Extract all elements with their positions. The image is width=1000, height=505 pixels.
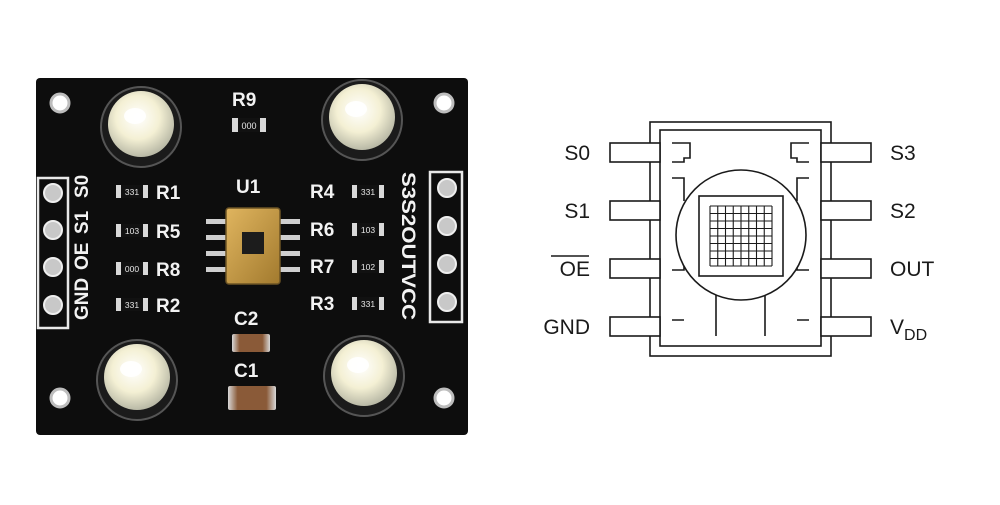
pcb-module: R9 000 U1 331 R1 (36, 78, 468, 435)
resistor-r7: 102 (352, 260, 384, 273)
r7-label: R7 (310, 257, 334, 278)
resistor-r4-code: 331 (361, 187, 375, 197)
resistor-r1: 331 (116, 185, 148, 198)
right-pin-1 (437, 178, 457, 198)
resistor-r5-code: 103 (125, 226, 139, 236)
sensor-chip-u1 (206, 207, 300, 285)
photodiode-array (709, 205, 773, 267)
r1-label: R1 (156, 183, 181, 204)
u1-label: U1 (236, 177, 261, 198)
right-header-label: S3S2OUTVCC (397, 172, 418, 320)
r3-label: R3 (310, 294, 334, 315)
r9-label: R9 (232, 90, 256, 111)
pin-gnd (609, 316, 661, 337)
mounting-hole-bottom-left (49, 387, 71, 409)
resistor-r3-code: 331 (361, 299, 375, 309)
pin-label-vdd-subscript: DD (904, 327, 927, 344)
pin-s3 (820, 142, 872, 163)
pin-label-s3: S3 (890, 142, 916, 165)
pin-label-vdd: VDD (890, 316, 927, 344)
r6-label: R6 (310, 220, 334, 241)
resistor-r7-code: 102 (361, 262, 375, 272)
pin-label-s0: S0 (564, 142, 590, 165)
mounting-hole-top-left (49, 92, 71, 114)
left-header-label-oe: OE (72, 243, 93, 270)
resistor-r3: 331 (352, 297, 384, 310)
pinout-diagram (609, 121, 872, 357)
left-pin-1 (43, 183, 63, 203)
right-pin-3 (437, 254, 457, 274)
pin-label-s2: S2 (890, 200, 916, 223)
left-pin-3 (43, 257, 63, 277)
package-outline-inner (659, 129, 822, 347)
pin-vdd (820, 316, 872, 337)
c2-label: C2 (234, 309, 258, 330)
pin-s2 (820, 200, 872, 221)
right-pin-2 (437, 216, 457, 236)
r4-label: R4 (310, 182, 335, 203)
pin-out (820, 258, 872, 279)
left-pin-2 (43, 220, 63, 240)
left-pin-header (36, 176, 70, 330)
r8-label: R8 (156, 260, 180, 281)
left-header-label-s1: S1 (72, 210, 93, 234)
pin-s1 (609, 200, 661, 221)
resistor-r8: 000 (116, 262, 148, 275)
pin-label-gnd: GND (543, 316, 590, 339)
r5-label: R5 (156, 222, 181, 243)
resistor-r9: 000 (232, 118, 266, 132)
capacitor-c2 (232, 334, 270, 352)
package-outline-outer (649, 121, 832, 357)
capacitor-c1 (228, 386, 276, 410)
resistor-r8-code: 000 (125, 264, 139, 274)
resistor-r1-code: 331 (125, 187, 139, 197)
pin-s0 (609, 142, 661, 163)
left-pin-4 (43, 295, 63, 315)
right-pin-4 (437, 292, 457, 312)
resistor-r6: 103 (352, 223, 384, 236)
pin-label-out: OUT (890, 258, 935, 281)
mounting-hole-top-right (433, 92, 455, 114)
r2-label: R2 (156, 296, 180, 317)
pin-label-oe: OE (560, 258, 590, 281)
led-bottom-left (96, 339, 178, 421)
pin-oe (609, 258, 661, 279)
lead-frame-right-1 (790, 142, 809, 163)
left-header-label-gnd: GND (72, 278, 93, 320)
photodiode-array-outline (698, 195, 784, 277)
pin-label-vdd-main: V (890, 316, 904, 339)
right-pin-header (428, 170, 464, 324)
led-bottom-right (323, 335, 405, 417)
resistor-r5: 103 (116, 224, 148, 237)
resistor-r6-code: 103 (361, 225, 375, 235)
lead-frame-left-1 (672, 142, 691, 163)
resistor-r9-code: 000 (241, 121, 256, 131)
mounting-hole-bottom-right (433, 387, 455, 409)
c1-label: C1 (234, 361, 259, 382)
led-top-right (321, 79, 403, 161)
resistor-r2-code: 331 (125, 300, 139, 310)
resistor-r4: 331 (352, 185, 384, 198)
led-top-left (100, 86, 182, 168)
resistor-r2: 331 (116, 298, 148, 311)
pin-label-s1: S1 (564, 200, 590, 223)
left-header-label-s0: S0 (72, 175, 93, 198)
